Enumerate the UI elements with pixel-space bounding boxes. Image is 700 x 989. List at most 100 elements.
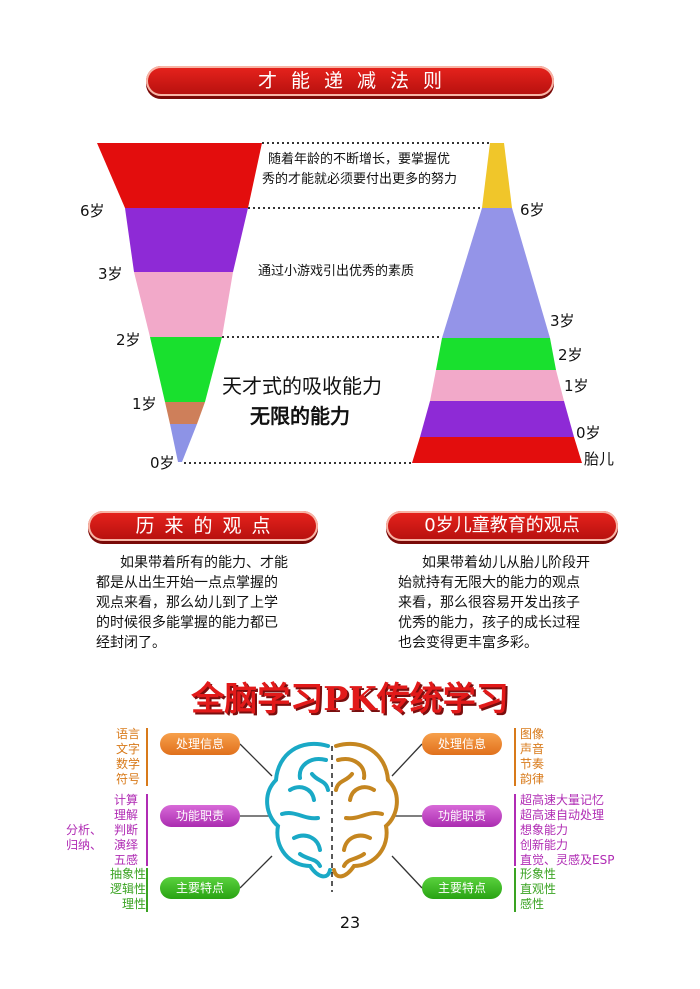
- left-age-3: 3岁: [98, 265, 123, 283]
- right-band-3: [436, 338, 556, 370]
- pill-right-feature: 主要特点: [422, 877, 502, 899]
- history-paragraph: 如果带着所有的能力、才能 都是从出生开始一点点掌握的 观点来看，那么幼儿到了上学…: [96, 553, 336, 653]
- left-function-bracket: [146, 794, 148, 866]
- right-function-bracket: [514, 794, 516, 866]
- right-feature-word: 感性: [520, 897, 545, 911]
- right-process-word: 节奏: [520, 757, 545, 771]
- right-process-word: 声音: [520, 742, 545, 756]
- left-age-6: 6岁: [80, 202, 105, 220]
- top-banner: 才能递减法则: [146, 66, 554, 96]
- history-line-2: 都是从出生开始一点点掌握的: [96, 575, 278, 591]
- left-feature-word: 抽象性: [110, 867, 147, 881]
- left-feature-list: 抽象性 逻辑性 理性: [110, 867, 146, 912]
- left-process-word: 文字: [116, 742, 141, 756]
- pill-left-feature: 主要特点: [160, 877, 240, 899]
- left-feature-word: 逻辑性: [110, 882, 147, 896]
- left-band-5: [125, 208, 248, 272]
- right-band-6: [412, 437, 582, 463]
- right-band-4: [430, 370, 564, 401]
- left-process-word: 符号: [116, 772, 141, 786]
- history-banner: 历来的观点: [88, 511, 318, 541]
- right-function-list: 超高速大量记忆 超高速自动处理 想象能力 创新能力 直觉、灵感及ESP: [520, 793, 614, 868]
- page-number: 23: [339, 913, 361, 932]
- left-feature-bracket: [146, 868, 148, 912]
- history-line-3: 观点来看，那么幼儿到了上学: [96, 595, 278, 611]
- right-process-list: 图像 声音 节奏 韵律: [520, 727, 544, 787]
- left-process-bracket: [146, 728, 148, 786]
- pyramid-diagram: [97, 142, 582, 464]
- pill-right-process: 处理信息: [422, 733, 502, 755]
- right-process-word: 图像: [520, 727, 545, 741]
- left-function-word: 演绎: [114, 838, 139, 852]
- left-band-6: [97, 143, 262, 208]
- left-triangle: [97, 143, 262, 462]
- left-band-3: [150, 337, 222, 402]
- left-age-2: 2岁: [116, 331, 141, 349]
- right-function-word: 创新能力: [520, 838, 569, 852]
- left-function-word: 判断: [114, 823, 139, 837]
- right-function-word: 超高速大量记忆: [520, 793, 605, 807]
- history-line-5: 经封闭了。: [96, 635, 166, 651]
- note-effort-line2: 秀的才能就必须要付出更多的努力: [262, 172, 458, 187]
- history-line-1: 如果带着所有的能力、才能: [120, 555, 288, 571]
- left-function-word: 五感: [114, 853, 139, 867]
- right-process-word: 韵律: [520, 772, 545, 786]
- right-feature-word: 形象性: [520, 867, 557, 881]
- left-function-extra-word: 分析、: [66, 823, 103, 837]
- zero-age-paragraph: 如果带着幼儿从胎儿阶段开 始就持有无限大的能力的观点 来看，那么很容易开发出孩子…: [398, 553, 648, 653]
- left-feature-word: 理性: [122, 897, 147, 911]
- left-band-1: [170, 424, 197, 462]
- right-age-0: 0岁: [576, 424, 601, 442]
- right-band-5: [420, 401, 574, 437]
- left-process-word: 数学: [116, 757, 141, 771]
- right-process-bracket: [514, 728, 516, 786]
- left-function-extra: 分析、 归纳、: [66, 823, 102, 853]
- right-function-word: 超高速自动处理: [520, 808, 605, 822]
- left-function-word: 理解: [114, 808, 139, 822]
- zero-line-5: 也会变得更丰富多彩。: [398, 635, 538, 651]
- connector-right-top: [391, 743, 423, 777]
- left-age-0: 0岁: [150, 454, 175, 472]
- right-age-3: 3岁: [550, 312, 575, 330]
- right-age-2: 2岁: [558, 346, 583, 364]
- connector-right-bot: [391, 855, 423, 889]
- left-hemisphere: [265, 741, 332, 879]
- right-feature-word: 直观性: [520, 882, 557, 896]
- brain-graphic: [239, 741, 423, 892]
- right-triangle: [412, 143, 582, 463]
- note-unlimited: 无限的能力: [250, 404, 350, 428]
- right-hemisphere: [332, 741, 399, 879]
- pill-right-function: 功能职责: [422, 805, 502, 827]
- left-age-1: 1岁: [132, 395, 157, 413]
- pill-left-function: 功能职责: [160, 805, 240, 827]
- note-genius: 天才式的吸收能力: [222, 374, 382, 398]
- note-effort-line1: 随着年龄的不断增长，要掌握优: [268, 152, 451, 167]
- zero-line-3: 来看，那么很容易开发出孩子: [398, 595, 580, 611]
- right-band-1: [482, 143, 512, 208]
- left-function-extra-word: 归纳、: [66, 838, 103, 852]
- note-games: 通过小游戏引出优秀的素质: [258, 264, 415, 279]
- left-function-word: 计算: [114, 793, 139, 807]
- right-feature-list: 形象性 直观性 感性: [520, 867, 556, 912]
- pill-left-process: 处理信息: [160, 733, 240, 755]
- left-band-4: [134, 272, 233, 337]
- zero-line-2: 始就持有无限大的能力的观点: [398, 575, 580, 591]
- right-age-1: 1岁: [564, 377, 589, 395]
- zero-age-banner: 0岁儿童教育的观点: [386, 511, 618, 541]
- zero-line-1: 如果带着幼儿从胎儿阶段开: [422, 555, 590, 571]
- right-function-word: 直觉、灵感及ESP: [520, 853, 615, 867]
- right-band-2: [442, 208, 550, 338]
- left-band-2: [165, 402, 205, 424]
- left-process-list: 语言 文字 数学 符号: [116, 727, 140, 787]
- left-function-list: 计算 理解 判断 演绎 五感: [114, 793, 138, 868]
- brain-section-title: 全脑学习PK传统学习: [191, 679, 509, 718]
- right-feature-bracket: [514, 868, 516, 912]
- right-age-6: 6岁: [520, 201, 545, 219]
- connector-left-bot: [239, 855, 273, 889]
- history-line-4: 的时候很多能掌握的能力都已: [96, 615, 278, 631]
- zero-line-4: 优秀的能力，孩子的成长过程: [398, 615, 580, 631]
- left-process-word: 语言: [116, 727, 141, 741]
- right-age-fetus: 胎儿: [584, 450, 615, 468]
- connector-left-top: [239, 743, 273, 777]
- right-function-word: 想象能力: [520, 823, 569, 837]
